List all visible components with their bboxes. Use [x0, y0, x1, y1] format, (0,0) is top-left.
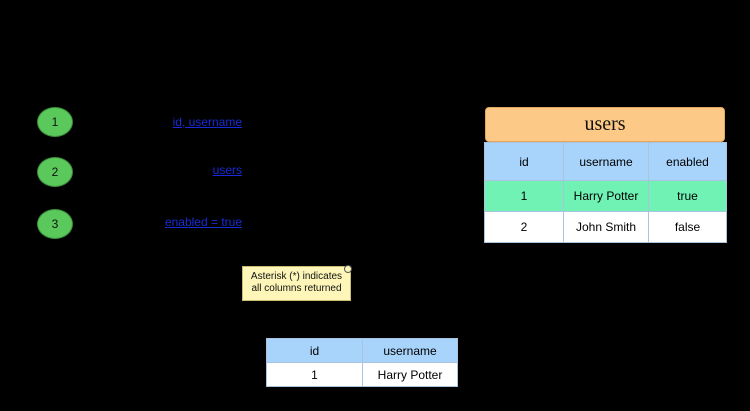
asterisk-note: Asterisk (*) indicates all columns retur…	[242, 265, 352, 301]
note-line-1: Asterisk (*) indicates	[250, 271, 343, 282]
column-header-username: username	[563, 142, 649, 181]
step-number: 2	[51, 165, 59, 179]
users-table-header: id username enabled	[484, 142, 727, 181]
step-number: 1	[51, 115, 59, 129]
cell-enabled: true	[648, 180, 727, 212]
table-row: 2 John Smith false	[484, 211, 727, 243]
step-number: 3	[51, 217, 59, 231]
cell-username: Harry Potter	[362, 362, 458, 387]
step-marker-3: 3	[37, 209, 73, 239]
result-table: id username 1 Harry Potter	[266, 338, 458, 387]
step-marker-1: 1	[37, 107, 73, 137]
cell-username: Harry Potter	[563, 180, 649, 212]
cell-username: John Smith	[563, 211, 649, 243]
cell-enabled: false	[648, 211, 727, 243]
clause-where-condition: enabled = true	[164, 215, 242, 229]
users-table-title: users	[485, 107, 725, 142]
note-line-2: all columns returned	[251, 283, 342, 294]
cell-id: 1	[266, 362, 363, 387]
result-table-header: id username	[266, 338, 458, 363]
table-row: 1 Harry Potter	[266, 362, 458, 387]
table-row-highlighted: 1 Harry Potter true	[484, 180, 727, 212]
column-header-username: username	[362, 338, 458, 363]
column-header-enabled: enabled	[648, 142, 727, 181]
cell-id: 2	[484, 211, 564, 243]
clause-select-columns: id, username	[172, 115, 242, 129]
note-corner-icon	[344, 265, 352, 273]
clause-from-table: users	[212, 163, 242, 177]
column-header-id: id	[266, 338, 363, 363]
column-header-id: id	[484, 142, 564, 181]
cell-id: 1	[484, 180, 564, 212]
step-marker-2: 2	[37, 157, 73, 187]
users-table: id username enabled 1 Harry Potter true …	[484, 142, 727, 243]
